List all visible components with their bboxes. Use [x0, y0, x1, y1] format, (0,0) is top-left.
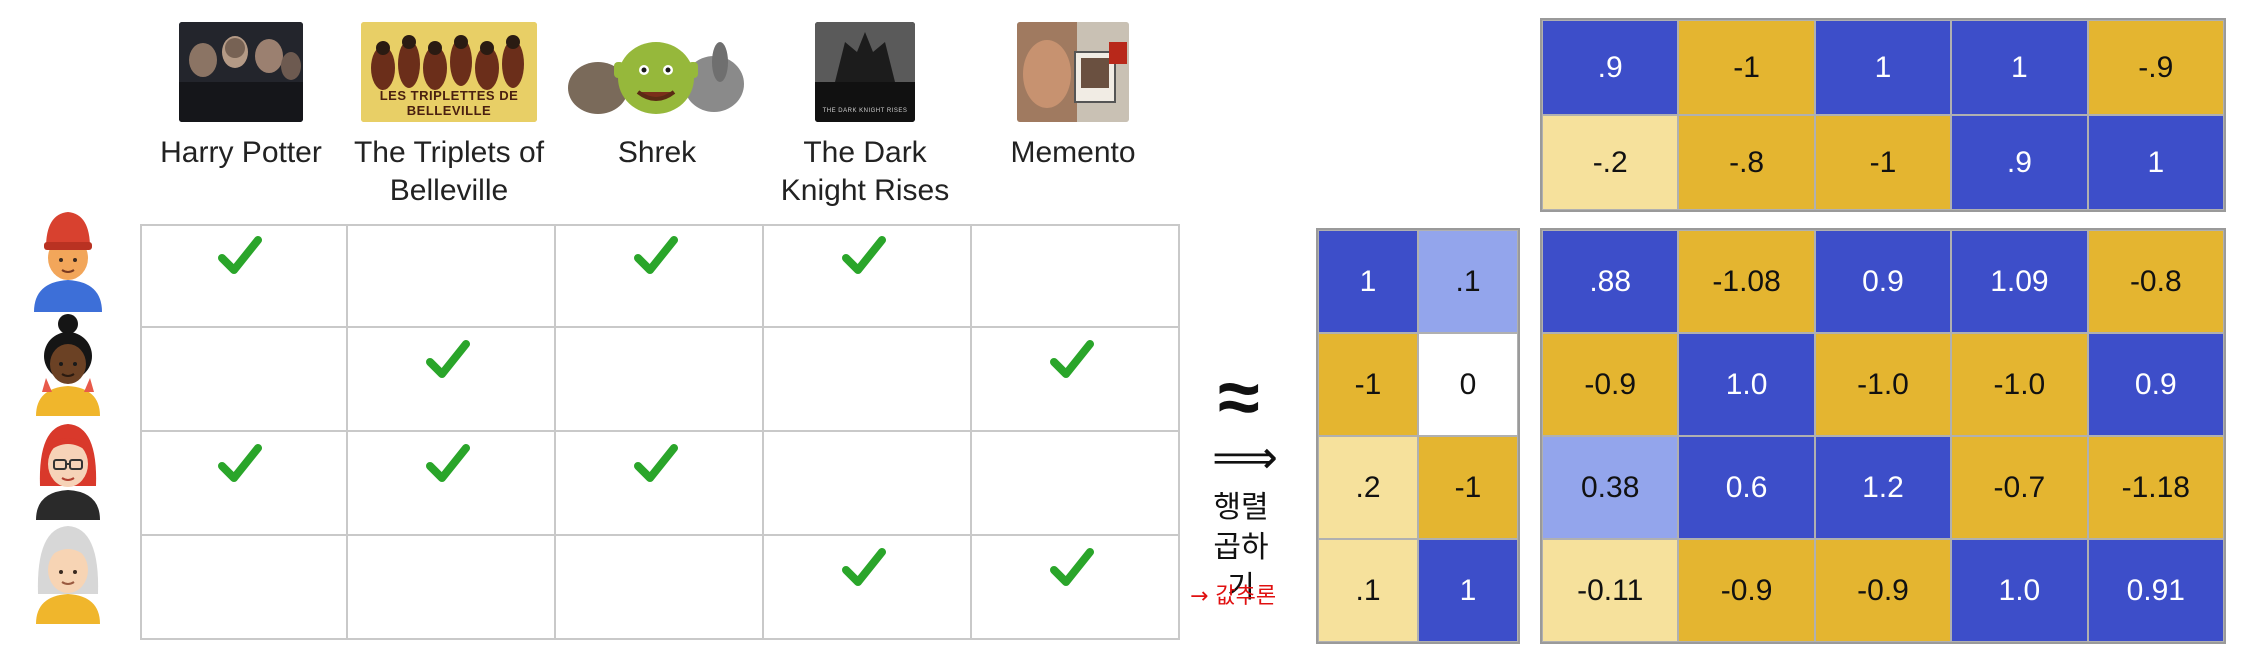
user-embedding-cell: .1	[1318, 539, 1418, 642]
dark-knight-poster-icon: THE DARK KNIGHT RISES	[815, 22, 915, 122]
predicted-rating-cell: -0.7	[1951, 436, 2088, 539]
movie-embedding-cell: .9	[1542, 20, 1679, 115]
rating-cell	[140, 328, 348, 432]
predicted-rating-cell: -0.11	[1542, 539, 1679, 642]
movie-column: Harry Potter	[138, 22, 344, 172]
movie-title: Memento	[1010, 136, 1136, 169]
rating-cell	[348, 536, 556, 640]
movie-title: Shrek	[617, 136, 697, 169]
predicted-rating-cell: 1.2	[1814, 436, 1952, 539]
triplets-poster-text: LES TRIPLETTES DE BELLEVILLE	[379, 88, 519, 118]
approx-symbol: ≈	[1218, 355, 1260, 440]
rating-cell	[764, 224, 972, 328]
checkmark-icon	[634, 444, 678, 482]
predicted-rating-cell: -0.8	[2087, 230, 2224, 333]
predicted-rating-cell: -1.08	[1678, 230, 1815, 333]
rating-cell	[140, 536, 348, 640]
rating-cell	[972, 224, 1180, 328]
user-red-hat-avatar-icon	[28, 208, 108, 312]
rating-cell	[140, 432, 348, 536]
checkmark-icon	[426, 340, 470, 378]
arrow-symbol: ⟹	[1212, 431, 1278, 483]
predicted-rating-cell: 0.9	[2087, 333, 2224, 436]
predicted-rating-cell: -0.9	[1678, 539, 1815, 642]
predicted-rating-cell: -0.9	[1542, 333, 1679, 436]
user-embedding-cell: .2	[1318, 436, 1418, 539]
rating-cell	[348, 432, 556, 536]
predicted-rating-cell: .88	[1542, 230, 1679, 333]
handwritten-note-line: 곱하기	[1213, 530, 1269, 605]
predicted-rating-cell: 0.9	[1814, 230, 1952, 333]
checkmark-icon	[218, 236, 262, 274]
user-red-hair-glasses-avatar-icon	[28, 416, 108, 520]
movie-column: THE DARK KNIGHT RISES The Dark Knight Ri…	[762, 22, 968, 210]
predicted-rating-cell: -1.0	[1814, 333, 1952, 436]
checkmark-icon	[1050, 548, 1094, 586]
rating-cell	[556, 328, 764, 432]
checkmark-icon	[842, 548, 886, 586]
rating-cell	[972, 536, 1180, 640]
user-embedding-cell: 1	[1418, 539, 1518, 642]
user-gray-hair-avatar-icon	[28, 520, 108, 624]
rating-cell	[140, 224, 348, 328]
predicted-rating-cell: 0.38	[1542, 436, 1679, 539]
rating-cell	[348, 224, 556, 328]
handwritten-note-line: 행렬	[1213, 490, 1269, 525]
checkmark-icon	[218, 444, 262, 482]
dark-knight-poster-text: THE DARK KNIGHT RISES	[822, 108, 908, 114]
predicted-rating-cell: 1.0	[1678, 333, 1815, 436]
user-embedding-cell: .1	[1418, 230, 1518, 333]
rating-cell	[348, 328, 556, 432]
checkmark-icon	[426, 444, 470, 482]
rating-cell	[556, 432, 764, 536]
rating-cell	[972, 328, 1180, 432]
checkmark-icon	[842, 236, 886, 274]
checkmark-icon	[634, 236, 678, 274]
movie-embedding-cell: 1	[1951, 20, 2088, 115]
rating-cell	[972, 432, 1180, 536]
movie-column: Memento	[970, 22, 1176, 172]
movie-embedding-cell: 1	[2087, 115, 2224, 210]
user-embedding-cell: -1	[1318, 333, 1418, 436]
user-dark-hair-bun-avatar-icon	[28, 312, 108, 416]
movie-column: Shrek	[554, 22, 760, 172]
checkmark-icon	[1050, 340, 1094, 378]
user-embedding-cell: 1	[1318, 230, 1418, 333]
movie-embedding-cell: .9	[1951, 115, 2088, 210]
predicted-rating-cell: 0.91	[2087, 539, 2224, 642]
movie-column: LES TRIPLETTES DE BELLEVILLE The Triplet…	[346, 22, 552, 210]
memento-poster-icon	[1017, 22, 1129, 122]
rating-cell	[764, 328, 972, 432]
movie-title: The Triplets of Belleville	[353, 136, 545, 207]
handwritten-red-note: → 값추론	[1190, 584, 1277, 609]
movie-embedding-cell: -.9	[2087, 20, 2224, 115]
movie-embedding-cell: -.8	[1678, 115, 1815, 210]
predicted-rating-cell: 1.0	[1951, 539, 2088, 642]
user-embedding-cell: -1	[1418, 436, 1518, 539]
predicted-rating-cell: -1.18	[2087, 436, 2224, 539]
movie-embedding-cell: -1	[1814, 115, 1952, 210]
user-embedding-cell: 0	[1418, 333, 1518, 436]
harry-potter-poster-icon	[179, 22, 303, 122]
movie-embedding-cell: 1	[1814, 20, 1952, 115]
ratings-grid	[140, 224, 1180, 640]
movie-embedding-cell: -1	[1678, 20, 1815, 115]
movie-title: The Dark Knight Rises	[780, 136, 950, 207]
rating-cell	[764, 536, 972, 640]
predicted-rating-cell: -1.0	[1951, 333, 2088, 436]
shrek-poster-icon	[564, 22, 750, 122]
movie-title: Harry Potter	[160, 136, 322, 169]
rating-cell	[556, 224, 764, 328]
movie-embedding-cell: -.2	[1542, 115, 1679, 210]
predicted-rating-cell: -0.9	[1814, 539, 1952, 642]
predicted-rating-cell: 1.09	[1951, 230, 2088, 333]
rating-cell	[764, 432, 972, 536]
rating-cell	[556, 536, 764, 640]
triplets-poster-icon: LES TRIPLETTES DE BELLEVILLE	[361, 22, 537, 122]
handwritten-note: 행렬 곱하기	[1205, 488, 1277, 608]
predicted-rating-cell: 0.6	[1678, 436, 1815, 539]
